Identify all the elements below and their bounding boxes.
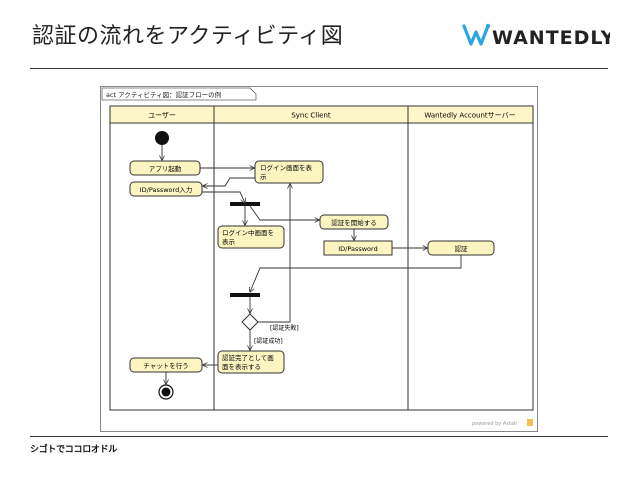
initial-node bbox=[155, 131, 169, 145]
edge-fork-start-auth bbox=[249, 205, 319, 220]
lane-label-server: Wantedly Accountサーバー bbox=[424, 112, 515, 120]
action-start-auth-label: 認証を開始する bbox=[331, 218, 377, 227]
lane-label-sync-client: Sync Client bbox=[291, 112, 331, 120]
powered-by: powered by Astah bbox=[472, 421, 517, 427]
action-show-done bbox=[217, 350, 285, 374]
final-node-inner bbox=[161, 387, 171, 397]
edge-showlogin-input bbox=[203, 177, 255, 186]
slide-title: 認証の流れをアクティビティ図 bbox=[32, 24, 344, 49]
wantedly-logo: WANTEDLY bbox=[462, 23, 610, 48]
edge-authenticate-join bbox=[250, 255, 462, 292]
logo-text: WANTEDLY bbox=[492, 27, 610, 48]
action-show-done-label-2: 面を表示する bbox=[222, 362, 261, 371]
frame-tab bbox=[101, 87, 257, 101]
action-input-credentials-label: ID/Password入力 bbox=[140, 185, 192, 194]
action-show-login-label-1: ログイン画面を表 bbox=[260, 163, 313, 172]
astah-icon bbox=[527, 419, 533, 426]
edge-decision-fail bbox=[258, 184, 290, 323]
join-bar bbox=[230, 293, 260, 297]
footer-brand: シゴトでココロオドル bbox=[30, 445, 118, 455]
action-launch-app-label: アプリ起動 bbox=[149, 164, 182, 173]
top-rule bbox=[30, 68, 608, 69]
action-authenticate-label: 認証 bbox=[455, 244, 469, 253]
bottom-rule bbox=[30, 436, 608, 437]
action-show-logging-in-label-1: ログイン中画面を bbox=[222, 228, 274, 237]
frame-label: act アクティビティ図：認証フローの例 bbox=[106, 90, 221, 99]
lane-header-server bbox=[407, 105, 534, 124]
action-input-credentials bbox=[129, 181, 203, 197]
action-show-logging-in bbox=[217, 225, 285, 249]
action-show-login-label-2: 示 bbox=[260, 173, 267, 181]
action-show-logging-in-label-2: 表示 bbox=[222, 237, 236, 246]
guard-fail: [認証失敗] bbox=[270, 324, 299, 332]
action-show-login bbox=[254, 160, 324, 184]
action-show-done-label-1: 認証完了として画 bbox=[222, 353, 274, 362]
lane-label-user: ユーザー bbox=[148, 112, 176, 120]
action-chat-label: チャットを行う bbox=[143, 361, 188, 370]
object-id-password-label: ID/Password bbox=[338, 245, 377, 253]
edge-input-fork bbox=[202, 191, 245, 203]
guard-success: [認証成功] bbox=[254, 337, 283, 345]
activity-diagram: act アクティビティ図：認証フローの例 ユーザー Sync Client Wa… bbox=[100, 86, 538, 432]
